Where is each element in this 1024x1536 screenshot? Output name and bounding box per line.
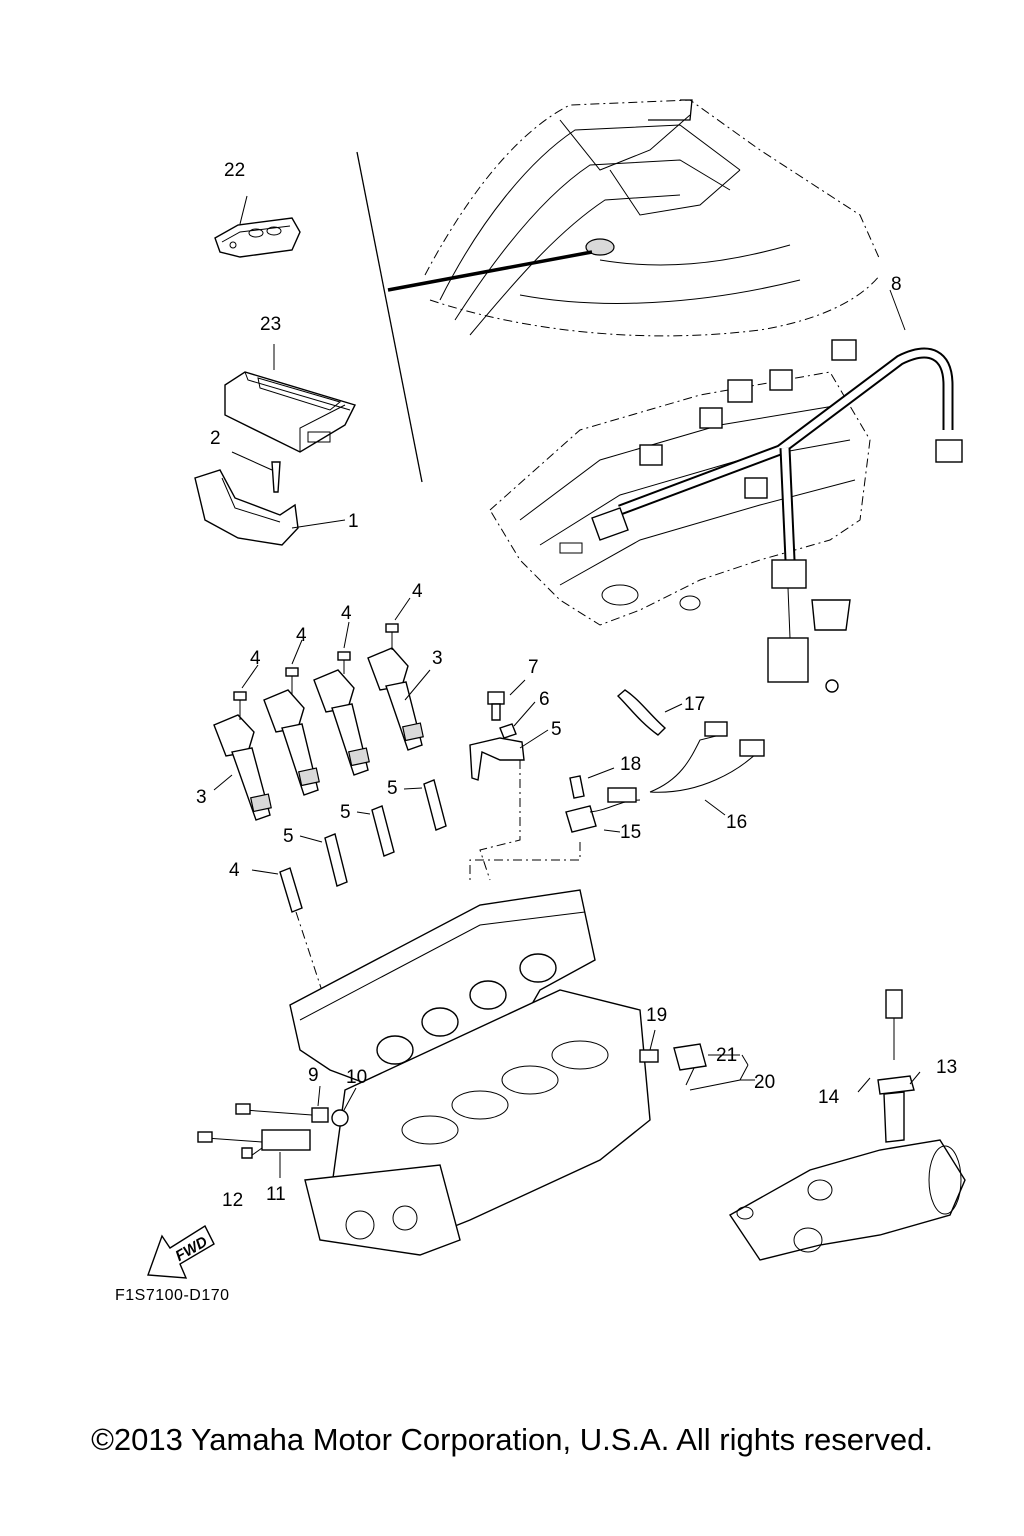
- remote-key-23: [214, 195, 301, 258]
- callout-20: 19: [646, 1005, 667, 1026]
- sensor-16-leads-17-19: [469, 689, 765, 880]
- callout-5-a: 4: [229, 860, 240, 881]
- copyright-notice: ©2013 Yamaha Motor Corporation, U.S.A. A…: [91, 1422, 933, 1457]
- spark-plugs-5: [251, 779, 447, 1001]
- callout-22: 21: [716, 1045, 737, 1066]
- callout-4-d: 4: [412, 581, 423, 602]
- parts-20-21-22: [639, 1029, 755, 1091]
- engine-top-cover: [489, 371, 871, 626]
- intake-14-15: [728, 989, 966, 1261]
- location-pointer: [387, 250, 593, 292]
- figure-code: F1S7100-D170: [115, 1287, 230, 1304]
- callout-23: 22: [224, 160, 245, 181]
- cylinder-head-assembly: [289, 889, 651, 1256]
- callout-11: 10: [346, 1067, 367, 1088]
- callout-10: 9: [308, 1065, 319, 1086]
- watercraft-outline: [424, 99, 881, 337]
- callout-19: 18: [620, 754, 641, 775]
- callout-4-b: 4: [296, 625, 307, 646]
- callout-5-c: 5: [340, 802, 351, 823]
- receiver-box-24: [224, 344, 356, 453]
- callout-3-upper: 3: [432, 648, 443, 669]
- ignition-coils-3: [213, 647, 431, 821]
- callout-labels: 1 2 3 3 4 4 4 4 4 5 5 5 5 6 7 8 9 10 11 …: [196, 160, 957, 1211]
- callout-1: 1: [348, 511, 359, 532]
- divider-line: [356, 151, 423, 483]
- callout-4-a: 4: [250, 648, 261, 669]
- bracket-6-nut-7-bolt-8: [469, 679, 549, 881]
- callout-24: 23: [260, 314, 281, 335]
- callout-15: 14: [818, 1087, 840, 1108]
- callout-4-c: 4: [341, 603, 352, 624]
- fwd-arrow: FWD: [147, 1224, 215, 1279]
- callout-6: 5: [551, 719, 562, 740]
- wire-harness-9: [591, 289, 963, 693]
- bolts-4: [233, 597, 411, 720]
- callout-16: 15: [620, 822, 641, 843]
- callout-21: 20: [754, 1072, 775, 1093]
- bracket-1: [194, 469, 346, 546]
- callout-7: 6: [539, 689, 550, 710]
- callout-9: 8: [891, 274, 902, 295]
- callout-8: 7: [528, 657, 539, 678]
- sensors-10-11-12-13: [197, 1085, 357, 1178]
- callout-18: 17: [684, 694, 705, 715]
- callout-17: 16: [726, 812, 747, 833]
- callout-13: 12: [222, 1190, 243, 1211]
- callout-3-lower: 3: [196, 787, 207, 808]
- pin-2: [231, 451, 281, 493]
- callout-12: 11: [266, 1184, 286, 1205]
- callout-2: 2: [210, 428, 221, 449]
- callout-14: 13: [936, 1057, 957, 1078]
- callout-5-d: 5: [387, 778, 398, 799]
- callout-5-b: 5: [283, 826, 294, 847]
